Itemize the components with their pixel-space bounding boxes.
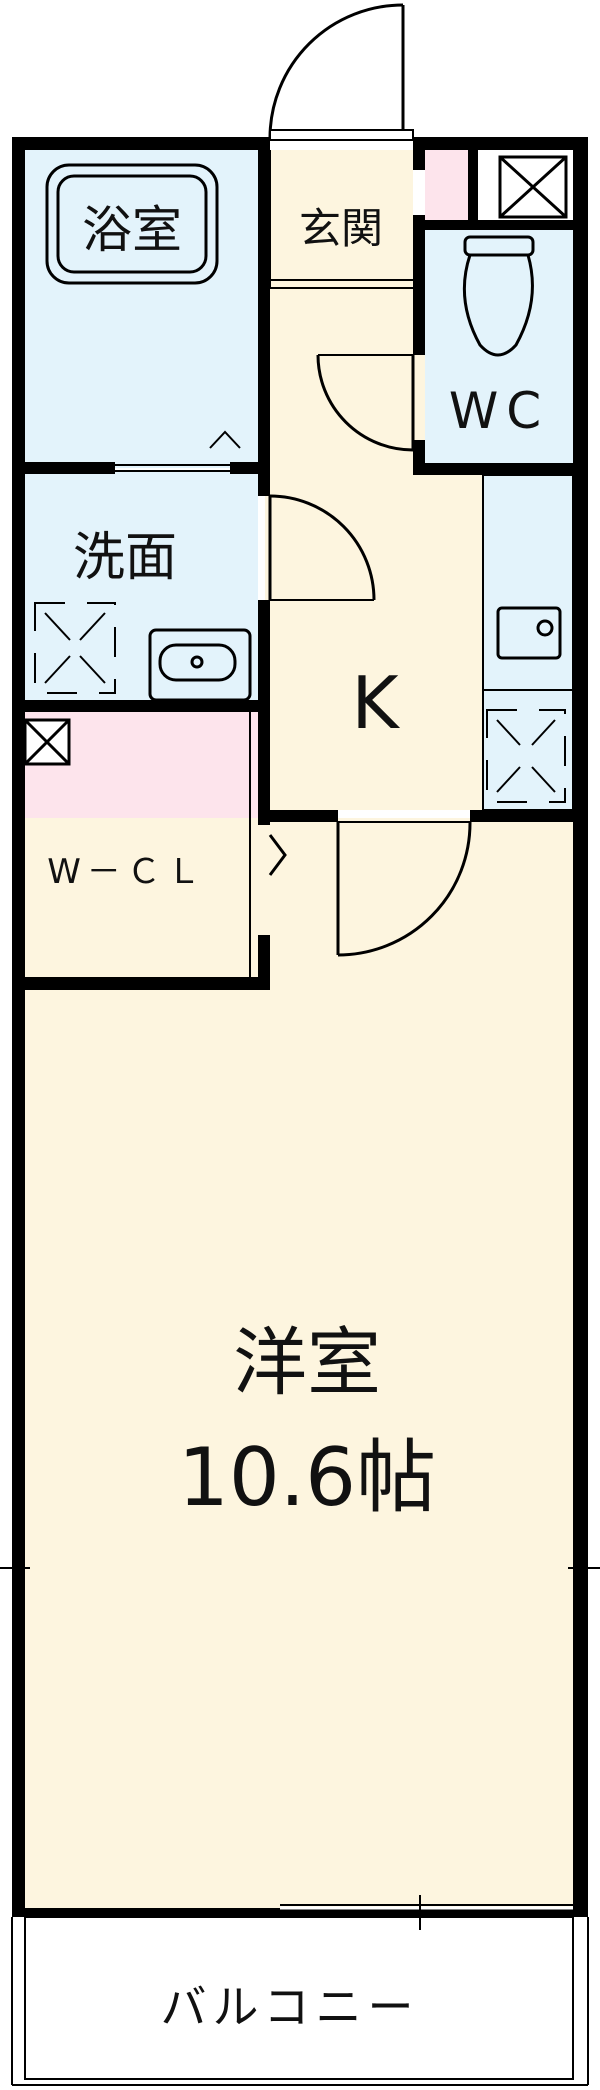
label-balcony: バルコニー: [160, 1980, 419, 2034]
label-washroom: 洗面: [73, 528, 177, 588]
basin-outer: [148, 628, 252, 702]
wall-bath-bottom-2: [230, 462, 270, 474]
wall-kitchen-bottom: [258, 810, 338, 822]
wall-wc-left: [413, 150, 425, 170]
wall-wc-left-2: [413, 215, 425, 355]
balcony-outline: [24, 1916, 574, 2080]
sink-drain: [536, 619, 554, 637]
entry-frame: [269, 129, 414, 141]
room-door-swing: [337, 821, 472, 957]
wall-bath-bottom: [25, 462, 115, 474]
kitchen-counter-outline: [482, 474, 574, 811]
wall-closet-bottom: [25, 977, 270, 990]
wc-shelf: [425, 150, 470, 220]
wall-top-left: [12, 137, 270, 150]
vent-kitchen: [486, 709, 566, 803]
wall-wash-right: [258, 474, 270, 496]
wall-wash-bottom: [25, 700, 270, 712]
cross-box-icon: [498, 155, 568, 219]
wall-closet-right-2: [258, 935, 270, 990]
label-western-room-size: 10.6帖: [178, 1431, 436, 1524]
washbasin-icon: [148, 628, 252, 702]
sink-icon: [496, 606, 562, 660]
vent-wash: [34, 602, 116, 694]
entry-door: [268, 3, 414, 141]
basin-drain: [190, 655, 204, 669]
closet-door-marker: [268, 834, 287, 876]
ventilation-arrows-icon: [34, 602, 566, 803]
toilet-icon: [462, 235, 535, 357]
wall-right: [573, 137, 588, 1917]
label-bath: 浴室: [82, 201, 182, 259]
cross-boxes: [23, 155, 568, 766]
walls: [12, 137, 588, 1917]
wall-top-right: [413, 137, 588, 150]
wall-kitchen-bottom-2: [470, 810, 588, 822]
bathtub: [45, 163, 241, 449]
entrance-floor: [270, 150, 413, 280]
bath-floor: [25, 150, 263, 468]
label-toilet: WC: [449, 382, 549, 440]
wall-left: [12, 137, 25, 1917]
label-entrance: 玄関: [299, 204, 383, 253]
toilet-floor: [425, 230, 573, 470]
cross-box-icon: [23, 718, 71, 766]
label-western-room: 洋室: [233, 1320, 381, 1406]
room-fills: [25, 150, 573, 1908]
sink-bowl: [496, 606, 562, 660]
western-room-floor: [25, 818, 573, 1908]
wall-wc-bottom: [413, 463, 588, 475]
wall-wc-top: [425, 220, 588, 230]
basin-bowl: [158, 643, 237, 682]
wc-door-swing: [316, 354, 414, 452]
toilet-bowl: [462, 253, 534, 357]
wash-door-swing: [269, 494, 376, 601]
bath-shelf: [209, 430, 241, 449]
label-closet: W－ＣＬ: [47, 852, 207, 892]
interior-doors: [268, 354, 472, 957]
label-kitchen: K: [351, 661, 400, 745]
bathtub-outer: [45, 163, 219, 285]
wall-bath-right: [258, 150, 270, 475]
bathtub-inner: [56, 174, 208, 274]
details: [0, 150, 600, 2086]
labels: 浴室 玄関 WC 洗面 K W－ＣＬ 洋室 10.6帖 バルコニー: [47, 201, 549, 2034]
door-swing-icon: [268, 3, 404, 138]
wall-shelf-divider: [468, 150, 478, 222]
